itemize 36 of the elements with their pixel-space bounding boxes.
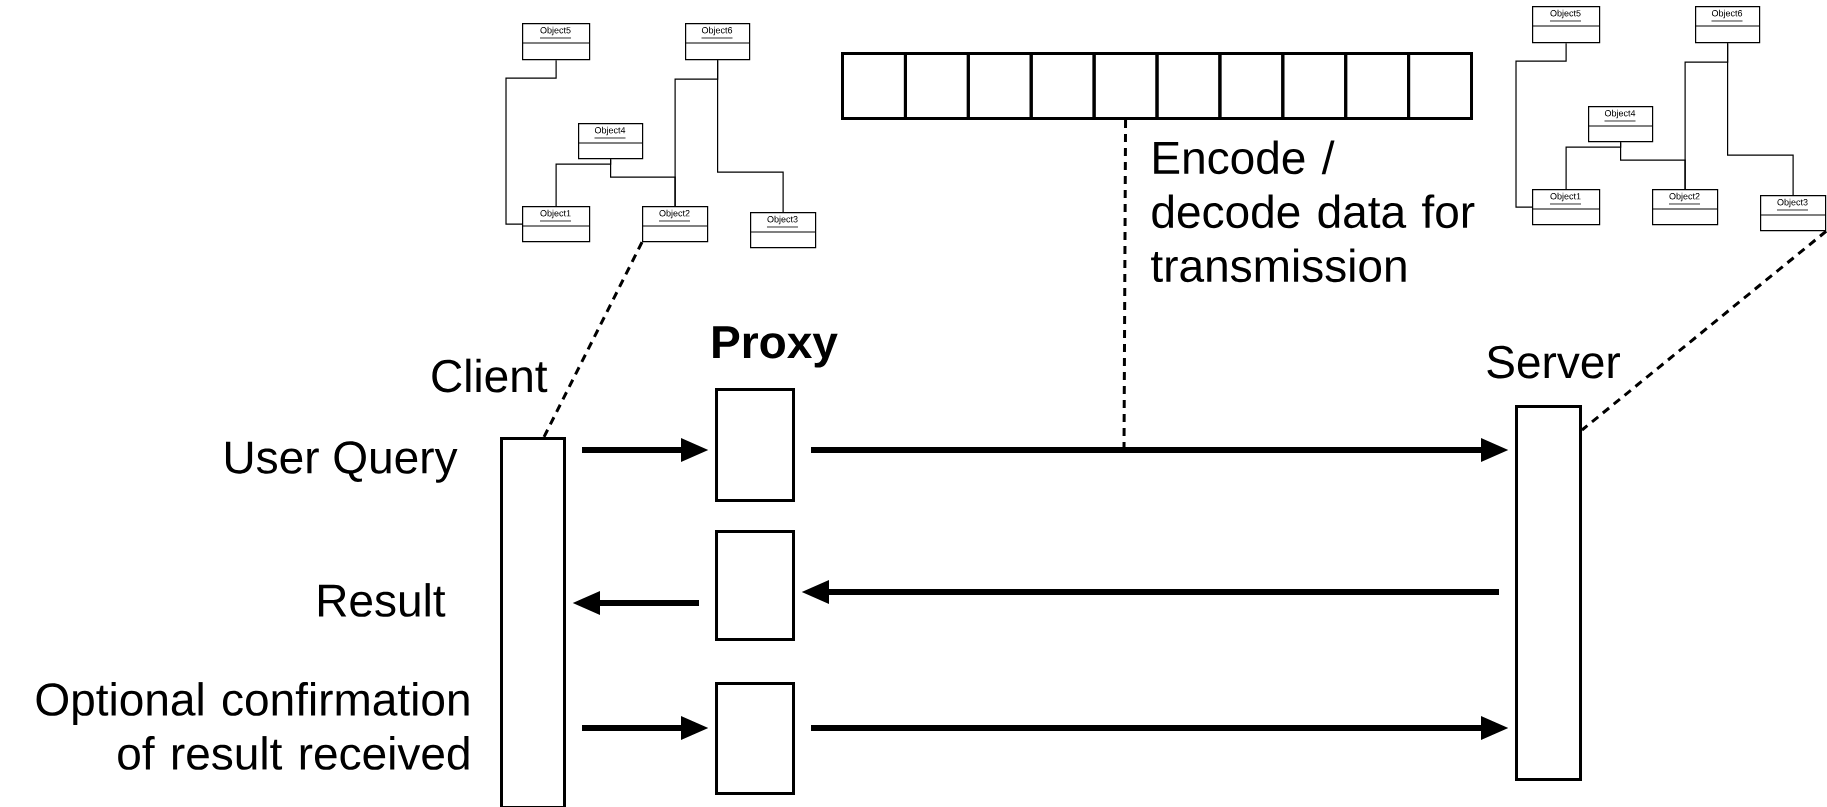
connector-line <box>1727 42 1794 196</box>
object-box: Object3 <box>1759 195 1827 232</box>
node-label: Client <box>432 358 548 393</box>
buffer-cell <box>841 52 907 120</box>
object-box: Object1 <box>521 206 591 243</box>
message-label: User Query <box>226 441 458 483</box>
dashed-line <box>1581 230 1827 432</box>
buffer-cell <box>1029 52 1096 120</box>
node-label: Proxy <box>713 326 838 368</box>
message-label: Result <box>319 583 446 617</box>
buffer-cell <box>966 52 1033 120</box>
object-box: Object2 <box>1651 189 1719 226</box>
dashed-line <box>542 241 644 438</box>
buffer-cell <box>1092 52 1159 120</box>
object-box: Object5 <box>521 23 591 61</box>
connector-line <box>505 59 557 225</box>
activation-box: Proxy <box>713 326 838 502</box>
object-box: Object4 <box>577 123 644 160</box>
activation-box: Server <box>1487 345 1620 781</box>
object-box: Object4 <box>1587 106 1654 143</box>
object-box: Object1 <box>1531 189 1601 226</box>
object-box: Object3 <box>749 212 817 249</box>
activation-box <box>715 530 795 641</box>
node-label: Server <box>1487 345 1620 379</box>
object-box: Object6 <box>684 23 751 61</box>
buffer-cell <box>903 52 970 120</box>
object-box: Object5 <box>1531 6 1601 44</box>
activation-box <box>715 682 795 795</box>
message-label: Optional confirmation of result received <box>36 682 469 770</box>
object-box: Object2 <box>641 206 709 243</box>
buffer-cell <box>1407 52 1473 120</box>
connector-line <box>717 59 784 213</box>
dashed-line <box>1122 120 1128 450</box>
connector-line <box>1515 42 1567 208</box>
object-box: Object6 <box>1694 6 1761 44</box>
note-text: Encode / decode data for transmission <box>1151 140 1475 283</box>
